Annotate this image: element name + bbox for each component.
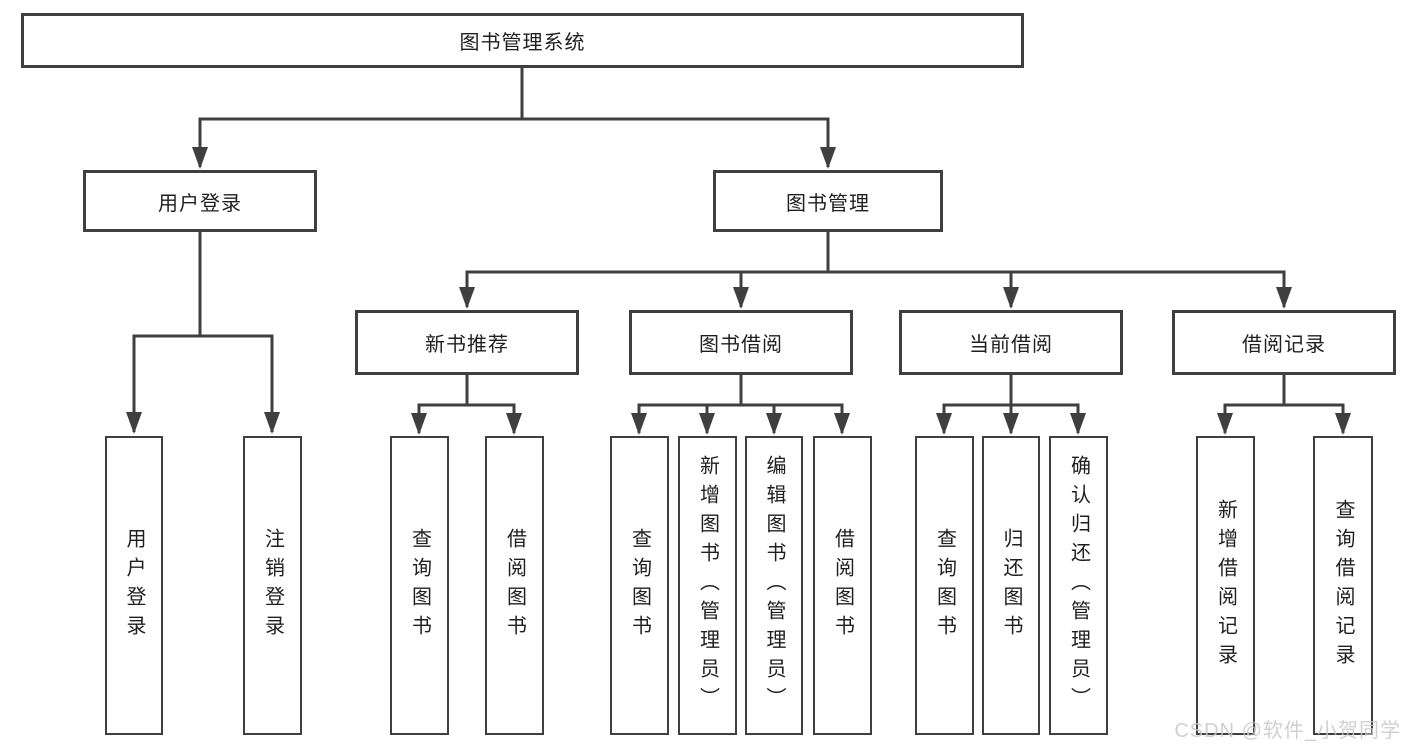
node-user-login-module: 用户登录: [83, 170, 317, 232]
node-book-borrowing: 图书借阅: [629, 310, 853, 375]
node-borrow-books: 借阅图书: [813, 436, 872, 735]
node-borrow-books-recommend: 借阅图书: [485, 436, 544, 735]
node-query-borrow-record: 查询借阅记录: [1313, 436, 1373, 735]
node-book-management-module: 图书管理: [713, 170, 943, 232]
node-user-login: 用户登录: [105, 436, 163, 735]
node-borrowing-records: 借阅记录: [1172, 310, 1396, 375]
node-new-book-recommendation: 新书推荐: [355, 310, 579, 375]
node-logout: 注销登录: [243, 436, 302, 735]
node-library-management-system: 图书管理系统: [21, 13, 1024, 68]
node-query-books-borrow: 查询图书: [610, 436, 669, 735]
node-add-borrow-record: 新增借阅记录: [1196, 436, 1255, 735]
node-edit-books-admin: 编辑图书（管理员）: [745, 436, 803, 735]
node-query-books-recommend: 查询图书: [390, 436, 449, 735]
node-confirm-return-admin: 确认归还（管理员）: [1049, 436, 1108, 735]
node-current-borrowing: 当前借阅: [899, 310, 1123, 375]
node-query-books-current: 查询图书: [915, 436, 974, 735]
node-return-books: 归还图书: [982, 436, 1040, 735]
node-add-books-admin: 新增图书（管理员）: [678, 436, 737, 735]
